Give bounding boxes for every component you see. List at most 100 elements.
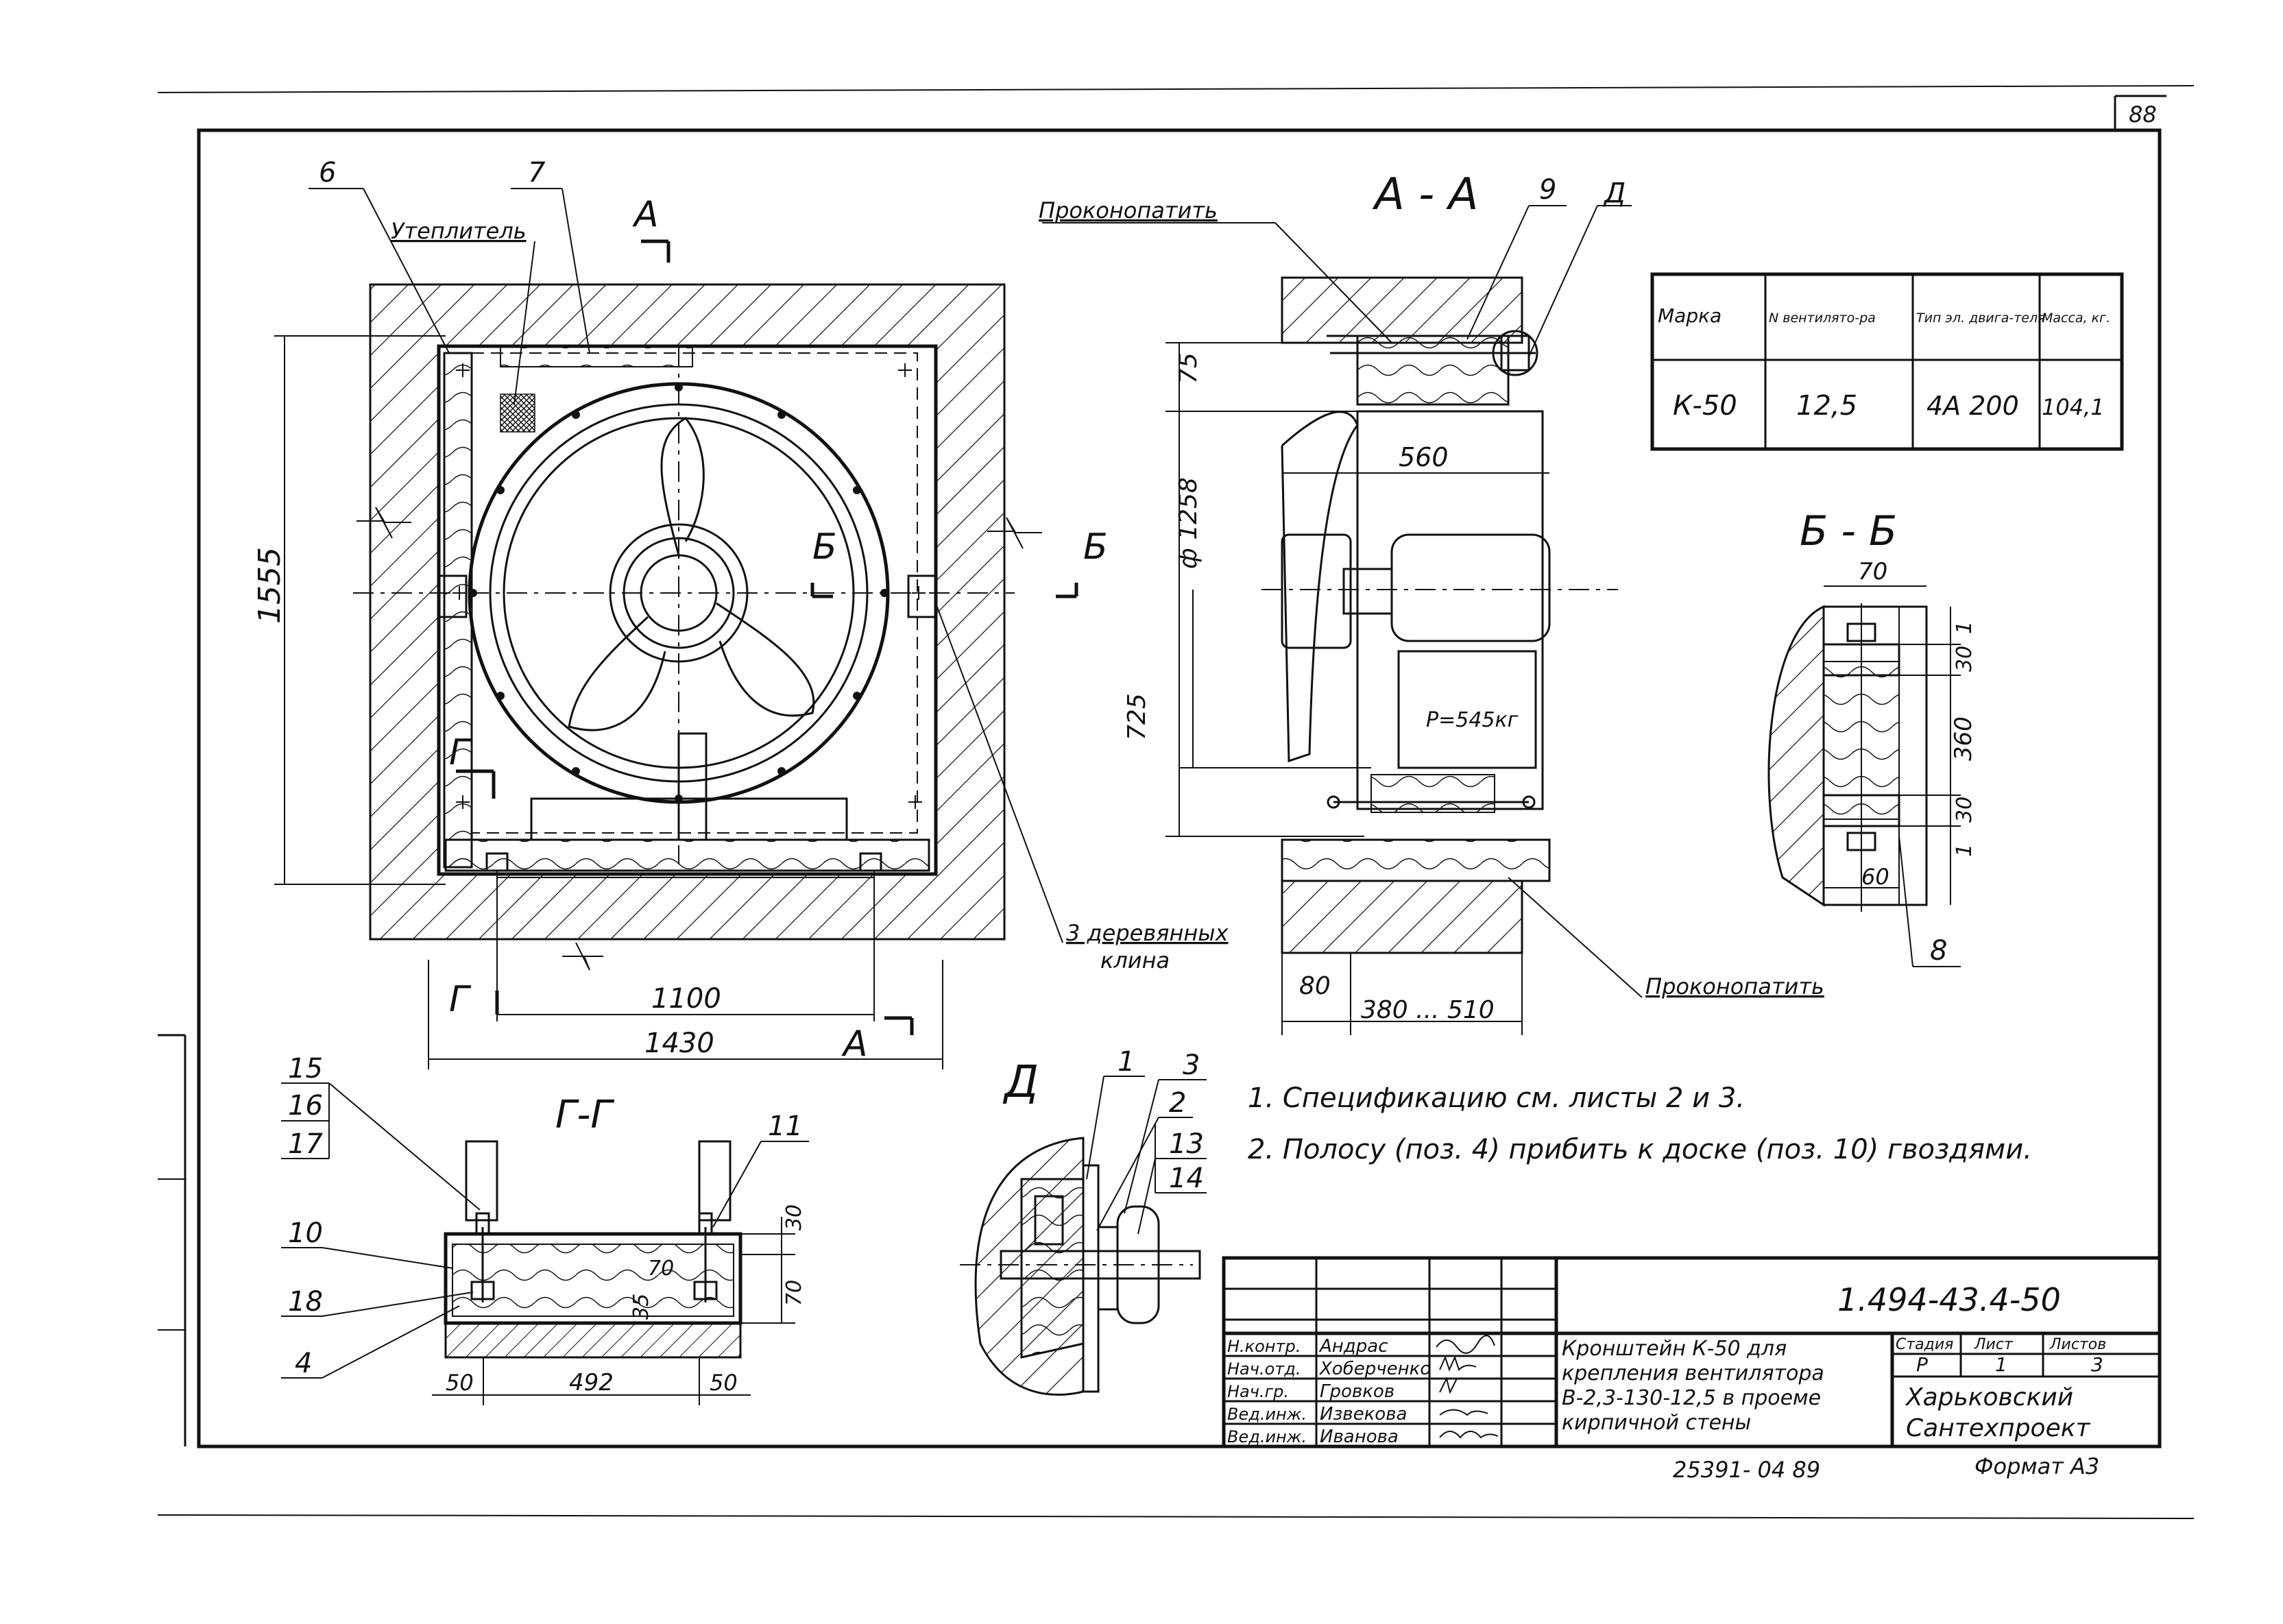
dim-80: 80 — [1299, 972, 1331, 1000]
dim-1-bb-top: 1 — [1953, 621, 1977, 634]
spec-cell-mass: 104,1 — [2042, 394, 2105, 420]
callout-7: 7 — [528, 157, 546, 189]
dim-30-bb-top: 30 — [1953, 646, 1977, 672]
front-dimensions — [274, 335, 943, 1069]
tb-stage: Р — [1916, 1353, 1928, 1376]
section-gg-dimensions — [432, 1217, 795, 1405]
callout-16: 16 — [288, 1090, 323, 1122]
spec-table — [1650, 272, 2124, 451]
section-bb-dimensions — [1824, 585, 1961, 905]
dim-360: 360 — [1950, 716, 1977, 761]
dim-70-bb: 70 — [1858, 558, 1887, 585]
cut-label-a-top: А — [632, 194, 659, 235]
tb-role-3: Нач.гр. — [1227, 1382, 1289, 1401]
dim-30-gg: 30 — [782, 1204, 806, 1231]
tb-sheets: 3 — [2091, 1353, 2103, 1376]
callout-17: 17 — [288, 1128, 323, 1160]
cut-label-b-left: Б — [812, 526, 837, 568]
note-2: 2. Полосу (поз. 4) прибить к доске (поз.… — [1248, 1134, 2032, 1165]
tb-name-3: Гровков — [1320, 1381, 1394, 1402]
callout-11: 11 — [768, 1111, 803, 1142]
dim-70-gg-inner: 70 — [648, 1257, 674, 1281]
caulk-top-label: Проконопатить — [1039, 197, 1218, 223]
tb-role-5: Вед.инж. — [1227, 1427, 1307, 1446]
spec-cell-mark: К-50 — [1673, 390, 1737, 422]
drawing-title: Кронштейн К-50 для крепления вентилятора… — [1562, 1337, 1824, 1435]
dim-725: 725 — [1123, 693, 1151, 740]
dim-1555: 1555 — [252, 547, 287, 624]
detail-d-callouts — [1086, 1076, 1207, 1235]
tb-sheet-header: Лист — [1974, 1336, 2014, 1353]
section-aa-dimensions — [1165, 342, 1549, 1035]
document-code: 1.494-43.4-50 — [1837, 1281, 2061, 1318]
signatures — [1436, 1335, 1499, 1439]
spec-header-motor: Тип эл. двига-теля — [1916, 311, 2046, 326]
dim-60: 60 — [1861, 864, 1889, 890]
inventory-number: 25391- 04 89 — [1673, 1457, 1820, 1483]
tb-name-4: Извекова — [1320, 1404, 1407, 1425]
dim-50-right: 50 — [710, 1370, 738, 1396]
section-bb-title: Б - Б — [1800, 507, 1897, 555]
dim-492: 492 — [569, 1369, 614, 1396]
dim-1100: 1100 — [651, 983, 721, 1015]
tb-org-2: Сантехпроект — [1906, 1414, 2090, 1442]
tb-name-1: Андрас — [1318, 1336, 1388, 1357]
dim-75: 75 — [1174, 352, 1203, 384]
callout-6: 6 — [319, 157, 336, 189]
callout-10: 10 — [288, 1217, 323, 1249]
title-block — [1222, 1256, 2162, 1449]
spec-header-mark: Марка — [1658, 304, 1722, 327]
tb-sheets-header: Листов — [2049, 1336, 2106, 1353]
dim-50-left: 50 — [446, 1370, 474, 1396]
spec-header-mass: Масса, кг. — [2042, 311, 2110, 326]
insulation-label: Утеплитель — [391, 218, 527, 244]
tb-name-2: Хоберченко — [1318, 1359, 1431, 1379]
detail-d-title: Д — [1002, 1057, 1039, 1108]
front-view — [353, 283, 1042, 971]
section-aa — [1261, 276, 1618, 954]
callout-2: 2 — [1169, 1087, 1186, 1119]
tb-role-4: Вед.инж. — [1227, 1405, 1307, 1424]
tb-sheet: 1 — [1995, 1353, 2007, 1376]
section-gg-title: Г-Г — [555, 1093, 614, 1137]
callout-15: 15 — [288, 1053, 323, 1084]
tb-role-1: Н.контр. — [1227, 1337, 1301, 1356]
callout-4: 4 — [295, 1348, 312, 1379]
spec-header-fan: N вентилято-ра — [1769, 311, 1876, 326]
callout-1: 1 — [1118, 1046, 1135, 1078]
cut-label-a-bottom: А — [841, 1023, 868, 1065]
sheet-frame — [157, 85, 2195, 1519]
cut-label-g-bottom: Г — [449, 979, 472, 1020]
dim-380-510: 380 ... 510 — [1361, 996, 1495, 1024]
section-bb — [1767, 603, 1928, 912]
dim-560: 560 — [1399, 442, 1449, 472]
callout-9: 9 — [1539, 174, 1556, 206]
section-gg — [444, 1140, 742, 1359]
cut-label-b-right: Б — [1083, 526, 1108, 568]
detail-d — [960, 1137, 1201, 1396]
caulk-bottom-label: Проконопатить — [1645, 973, 1824, 999]
spec-cell-fan: 12,5 — [1796, 390, 1857, 422]
section-aa-title: А - А — [1372, 169, 1478, 220]
dim-35: 35 — [629, 1294, 653, 1320]
spec-cell-motor: 4А 200 — [1926, 391, 2019, 421]
dim-1258: ф 1258 — [1174, 477, 1203, 569]
callout-14: 14 — [1169, 1163, 1204, 1194]
tb-role-2: Нач.отд. — [1227, 1359, 1301, 1379]
callout-18: 18 — [288, 1286, 323, 1318]
dim-70-gg: 70 — [782, 1280, 806, 1306]
callout-3: 3 — [1183, 1050, 1200, 1081]
format-label: Формат А3 — [1974, 1453, 2099, 1479]
page-number: 88 — [2129, 101, 2157, 128]
tb-name-5: Иванова — [1320, 1427, 1399, 1447]
dim-1-bb-bottom: 1 — [1953, 844, 1977, 857]
tb-org-1: Харьковский — [1905, 1383, 2073, 1411]
callout-8: 8 — [1930, 935, 1947, 967]
note-1: 1. Спецификацию см. листы 2 и 3. — [1248, 1082, 1745, 1114]
dim-30-bb-bottom: 30 — [1953, 797, 1977, 823]
gg-callout-boxes — [281, 1082, 809, 1379]
cut-label-g-front: Г — [449, 732, 472, 773]
dim-1430: 1430 — [644, 1028, 714, 1059]
tb-stage-header: Стадия — [1896, 1336, 1953, 1353]
